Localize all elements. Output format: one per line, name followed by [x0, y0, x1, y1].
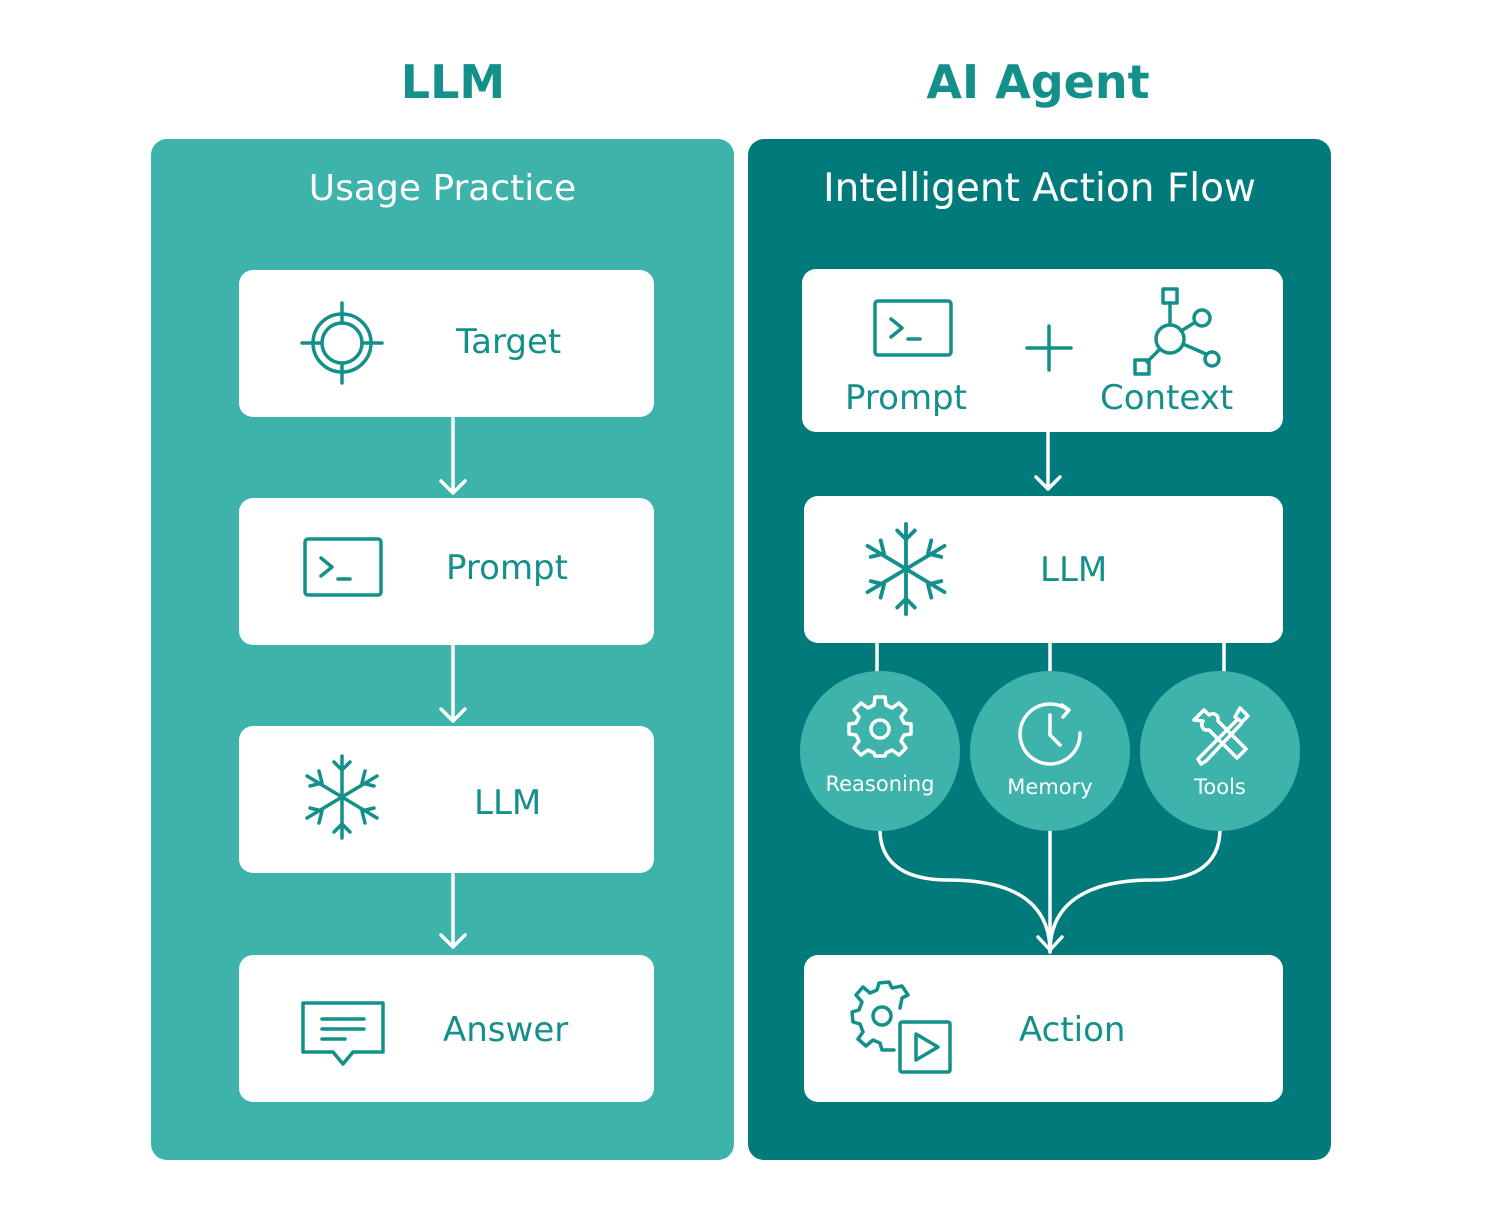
- step-label-answer: Answer: [443, 1010, 569, 1050]
- panel-title: Intelligent Action Flow: [823, 166, 1256, 211]
- arrow-target-to-prompt: [439, 416, 467, 495]
- wrench-screwdriver-icon: [1192, 706, 1250, 766]
- arrow-prompt-to-llm: [439, 644, 467, 723]
- reasoning-circle: Reasoning: [800, 671, 960, 831]
- arrowhead-action: [1036, 935, 1064, 952]
- input-card: Prompt Context: [802, 269, 1283, 432]
- step-card-llm: LLM: [239, 726, 654, 873]
- flow-arrows: [439, 416, 467, 949]
- plus-icon: [1025, 324, 1073, 372]
- ai-agent-heading: AI Agent: [926, 55, 1150, 109]
- chat-bubble-icon: [301, 1001, 385, 1066]
- capability-label-reasoning: Reasoning: [825, 772, 935, 796]
- input-label-context: Context: [1100, 378, 1234, 418]
- step-label-target: Target: [456, 322, 562, 362]
- step-label-prompt: Prompt: [446, 548, 568, 588]
- network-nodes-icon: [1133, 287, 1221, 376]
- step-card-prompt: Prompt: [239, 498, 654, 645]
- gear-icon: [847, 695, 913, 758]
- intelligent-action-flow-panel: Intelligent Action Flow Prompt: [748, 139, 1331, 1160]
- usage-practice-panel: Usage Practice Target Prompt LLM: [151, 139, 734, 1160]
- llm-label: LLM: [1040, 550, 1108, 590]
- step-card-target: Target: [239, 270, 654, 417]
- snowflake-icon: [865, 521, 947, 617]
- arrow-input-to-llm: [1034, 431, 1062, 491]
- step-card-answer: Answer: [239, 955, 654, 1102]
- capability-label-memory: Memory: [1007, 775, 1093, 799]
- curve-tools-to-action: [1048, 827, 1222, 954]
- terminal-prompt-icon: [303, 537, 383, 597]
- llm-card: LLM: [804, 496, 1283, 643]
- gear-play-icon: [850, 980, 952, 1074]
- llm-heading: LLM: [400, 55, 506, 109]
- capability-label-tools: Tools: [1194, 775, 1246, 799]
- clock-icon: [1018, 702, 1082, 766]
- flow-connectors: [875, 431, 1226, 954]
- panel-title: Usage Practice: [308, 168, 577, 209]
- action-label: Action: [1019, 1010, 1126, 1050]
- curve-reasoning-to-action: [878, 827, 1052, 954]
- memory-circle: Memory: [970, 671, 1130, 831]
- step-label-llm: LLM: [474, 783, 542, 823]
- arrow-llm-to-answer: [439, 872, 467, 949]
- input-label-prompt: Prompt: [845, 378, 967, 418]
- terminal-prompt-icon: [873, 299, 953, 357]
- snowflake-icon: [305, 754, 379, 840]
- action-card: Action: [804, 955, 1283, 1102]
- tools-circle: Tools: [1140, 671, 1300, 831]
- target-icon: [300, 301, 384, 385]
